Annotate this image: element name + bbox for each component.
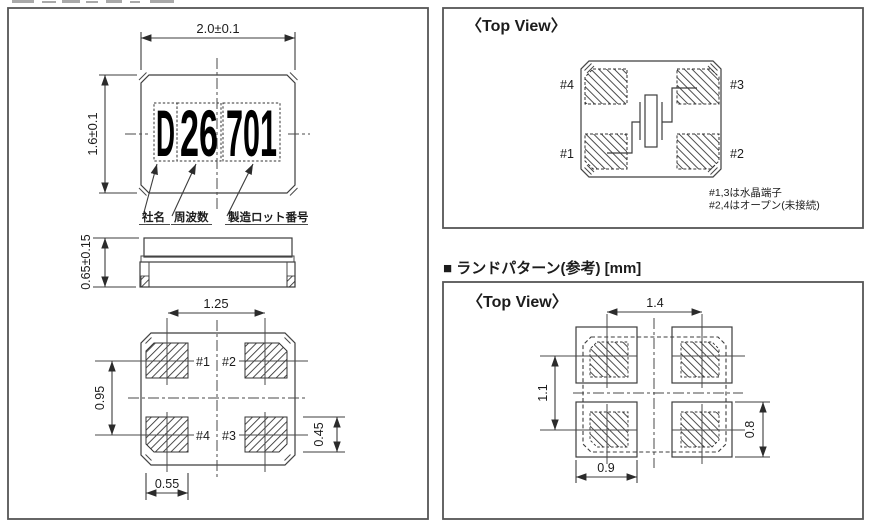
dim-land-width: 0.9: [575, 460, 638, 483]
connection-note-1: #1,3は水晶端子: [709, 186, 782, 199]
land-panel-border: [442, 281, 864, 520]
dim-pad-pitch-y-text: 0.95: [93, 386, 107, 410]
land-pattern-drawing: 1.4 1.1 0.8 0.9: [536, 296, 770, 483]
pad-4-label: #4: [560, 78, 574, 92]
dim-body-width-text: 2.0±0.1: [196, 21, 239, 36]
marking: D 26 701: [153, 96, 281, 170]
dim-land-height: 0.8: [735, 401, 770, 458]
dim-pad-pitch-y: 0.95: [93, 361, 116, 435]
pad-3: [676, 68, 720, 105]
lead-to-pad3: [662, 87, 697, 123]
outline-panel: D 26 701 社名 周波数 製造ロット番号 2.0±0.1: [7, 7, 429, 520]
marking-company-code: D: [156, 96, 175, 170]
land-view-title: 〈Top View〉: [467, 293, 568, 311]
dim-land-height-text: 0.8: [743, 421, 757, 438]
pad-4: [584, 68, 628, 105]
land-pattern-section: ■ ランドパターン(参考) [mm] 〈Top View〉 1.4: [442, 259, 864, 520]
crystal-symbol: [607, 87, 697, 154]
label-frequency: 周波数: [174, 210, 209, 224]
connection-note-2: #2,4はオープン(未接続): [709, 199, 820, 212]
top-view-panel: 〈Top View〉 #4 #3 #1 #2 #1,3は水晶端子 #2,4はオー…: [442, 7, 864, 229]
land-crosshair-horizontal: [540, 355, 745, 431]
side-pad-right: [286, 275, 296, 288]
dim-pad-height: 0.45: [303, 416, 345, 453]
dim-land-pitch-x-text: 1.4: [646, 296, 663, 310]
leader-lot: [226, 163, 254, 217]
dim-thickness: 0.65±0.15: [79, 234, 139, 290]
pad-2-label: #2: [730, 147, 744, 161]
pad-crosshair-horizontal: [95, 360, 308, 436]
pad-projection-top-right: [680, 341, 720, 378]
cropped-text-remnant: [12, 0, 174, 3]
pad-2: [676, 133, 720, 170]
dim-pad-pitch-x-text: 1.25: [203, 296, 228, 311]
dim-land-pitch-y-text: 1.1: [536, 384, 550, 401]
pad-3-label: #3: [730, 78, 744, 92]
dim-pad-pitch-x: 1.25: [168, 296, 265, 317]
dim-land-pitch-x: 1.4: [607, 296, 702, 316]
land-crosshair-vertical: [606, 314, 703, 464]
marking-legend: 社名 周波数 製造ロット番号: [139, 163, 309, 225]
pad-1-label: #1: [196, 355, 210, 369]
pad-4-label: #4: [196, 429, 210, 443]
dim-body-height-text: 1.6±0.1: [85, 112, 100, 155]
pad-crosshair-vertical: [166, 318, 266, 472]
marking-box-lot: [222, 102, 281, 162]
marking-box-company: [153, 102, 178, 162]
marking-lot-code: 701: [226, 96, 277, 170]
dim-pad-width: 0.55: [145, 473, 189, 500]
pad-1-label: #1: [560, 147, 574, 161]
corner-hatch-ticks: [142, 334, 294, 464]
corner-ticks: [138, 72, 298, 196]
dim-body-width: 2.0±0.1: [140, 21, 296, 70]
lid: [143, 237, 293, 258]
terminal-edges: [148, 262, 288, 287]
pad-2-label: #2: [222, 355, 236, 369]
pad-3-label: #3: [222, 429, 236, 443]
package-top-view: D 26 701 社名 周波数 製造ロット番号 2.0±0.1: [85, 21, 310, 225]
side-pad-left: [140, 275, 150, 288]
land-pattern-header: ■ ランドパターン(参考) [mm]: [443, 259, 641, 277]
pad-1: [584, 133, 628, 170]
dim-body-height: 1.6±0.1: [85, 74, 137, 194]
dim-thickness-text: 0.65±0.15: [79, 234, 93, 290]
body: [139, 261, 296, 288]
crystal-electrodes: [639, 102, 663, 140]
marking-box-frequency: [176, 102, 222, 162]
label-lot: 製造ロット番号: [227, 210, 309, 224]
top-view-title: 〈Top View〉: [466, 17, 567, 35]
dim-land-width-text: 0.9: [597, 461, 614, 475]
marking-frequency-code: 26: [180, 96, 218, 170]
top-view-panel-border: [442, 7, 864, 229]
dim-land-pitch-y: 1.1: [536, 356, 559, 430]
dim-pad-height-text: 0.45: [312, 422, 326, 446]
crystal-body: [644, 94, 658, 148]
outline-panel-border: [7, 7, 429, 520]
package-outline: [140, 74, 296, 194]
package-side-view: 0.65±0.15: [79, 234, 296, 290]
dim-pad-width-text: 0.55: [155, 477, 179, 491]
package-bottom-view: #1 #2 #4 #3 1.25 0.95 0.45 0.55: [93, 296, 345, 500]
leader-frequency: [171, 163, 197, 217]
label-company: 社名: [141, 210, 165, 224]
lead-to-pad1: [607, 121, 640, 154]
pad-projection-top-left: [589, 341, 629, 378]
leader-company: [142, 163, 158, 217]
